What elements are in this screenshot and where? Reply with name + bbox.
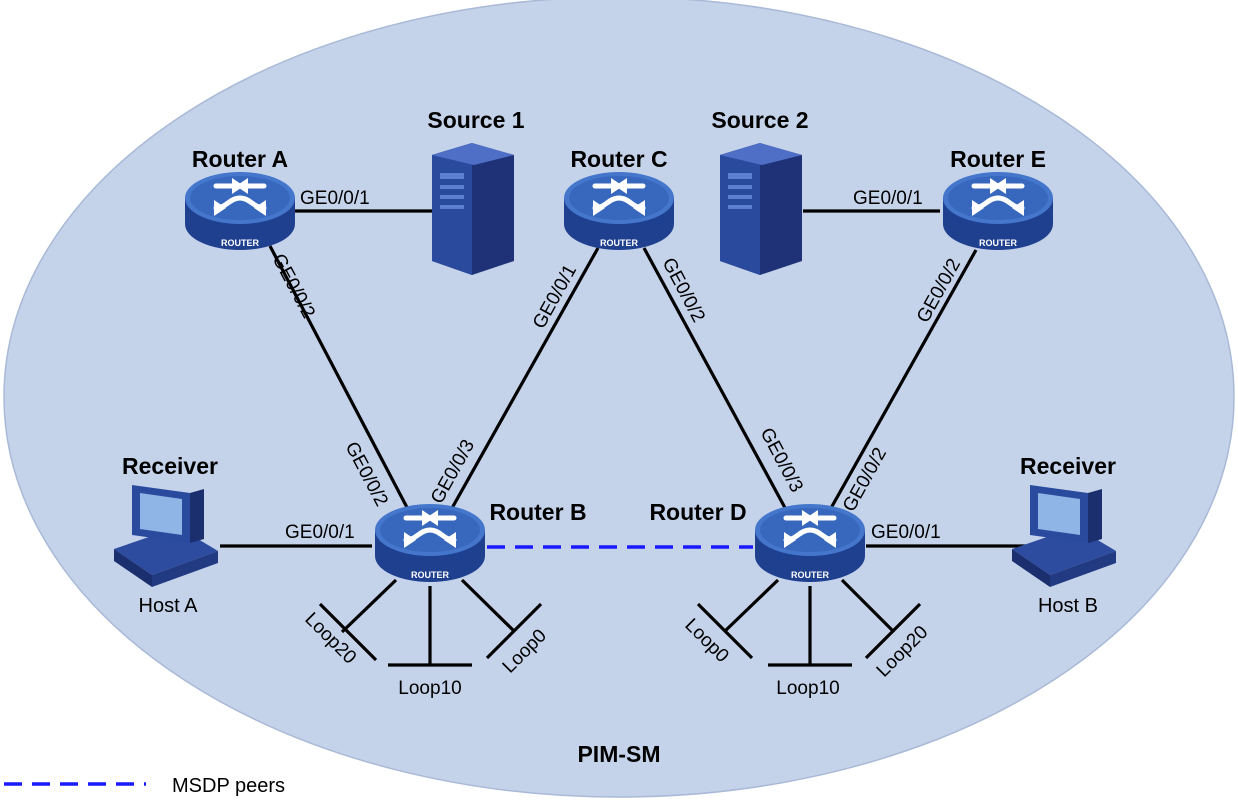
link-a-b [268, 245, 414, 518]
loop10-b-label: Loop10 [398, 678, 461, 699]
loop10-d-label: Loop10 [776, 678, 839, 699]
links [220, 209, 1030, 549]
legend: MSDP peers [4, 775, 285, 797]
link-e-d [824, 249, 978, 518]
receiver-a-label: Receiver [122, 453, 218, 479]
source-1-label: Source 1 [427, 107, 524, 133]
link-c-b [445, 247, 600, 518]
loopbacks-b [318, 578, 543, 667]
router-c[interactable]: ROUTER [564, 172, 674, 250]
router-b[interactable]: ROUTER [375, 504, 485, 582]
router-d-badge: ROUTER [791, 570, 830, 580]
server-icon-source-2[interactable] [720, 143, 802, 275]
router-e-label: Router E [950, 146, 1046, 172]
link-c-d [642, 247, 792, 518]
pim-sm-domain [3, 0, 1235, 798]
host-b-label: Host B [1038, 595, 1098, 617]
port-b-ha: GE0/0/1 [285, 522, 355, 543]
port-d-hb: GE0/0/1 [871, 522, 941, 543]
router-d[interactable]: ROUTER [755, 504, 865, 582]
loopbacks-d [696, 578, 922, 667]
source-2-label: Source 2 [711, 107, 808, 133]
router-a[interactable]: ROUTER [185, 172, 295, 250]
host-a-label: Host A [139, 595, 199, 617]
router-a-label: Router A [192, 146, 288, 172]
router-e[interactable]: ROUTER [943, 172, 1053, 250]
receiver-b-label: Receiver [1020, 453, 1116, 479]
legend-msdp-label: MSDP peers [172, 775, 285, 797]
port-a-s1: GE0/0/1 [300, 188, 370, 209]
router-a-badge: ROUTER [221, 238, 260, 248]
router-b-label: Router B [489, 499, 586, 525]
port-e-s2: GE0/0/1 [853, 188, 923, 209]
router-c-label: Router C [570, 146, 667, 172]
router-e-badge: ROUTER [979, 238, 1018, 248]
domain-label: PIM-SM [577, 741, 660, 767]
router-b-badge: ROUTER [411, 570, 450, 580]
router-d-label: Router D [649, 499, 746, 525]
server-icon-source-1[interactable] [432, 143, 514, 275]
router-c-badge: ROUTER [600, 238, 639, 248]
